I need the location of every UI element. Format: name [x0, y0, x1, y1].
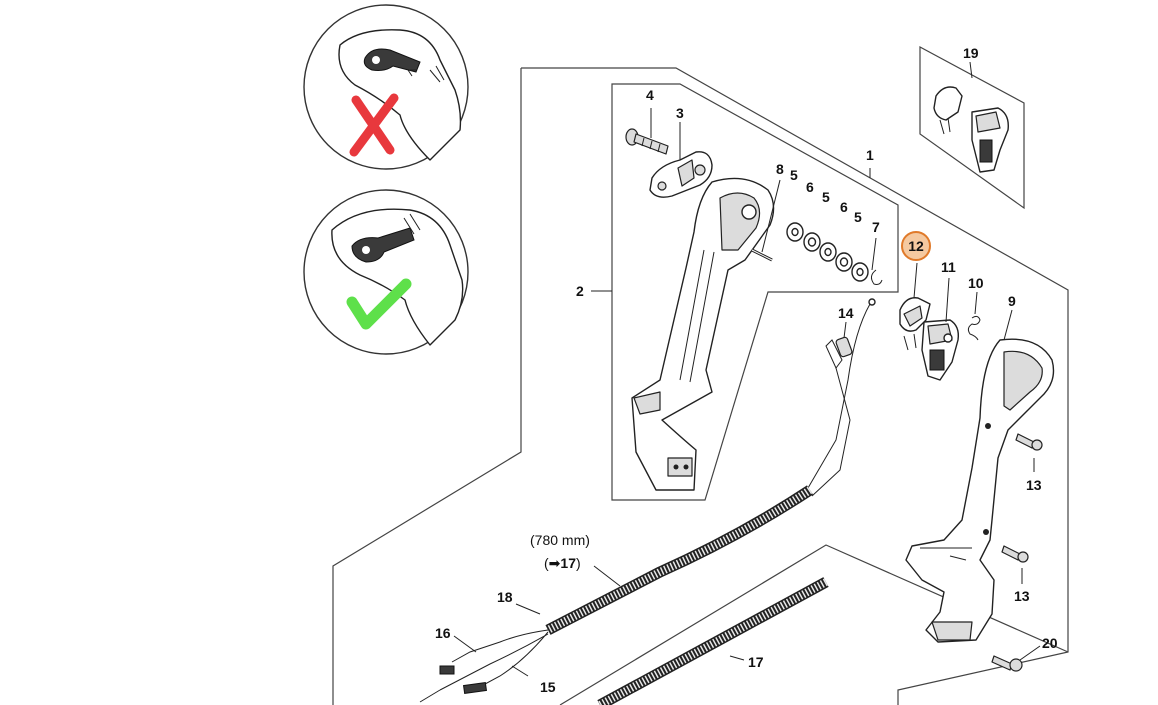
washer-stack	[786, 222, 869, 282]
callout-5-first: 5	[790, 167, 798, 183]
small-lever-part	[899, 297, 931, 351]
callout-4: 4	[646, 87, 654, 103]
callout-16: 16	[435, 625, 451, 641]
handle-half-part	[631, 177, 775, 491]
callout-13-upper: 13	[1026, 477, 1042, 493]
handle-half-right-part	[905, 338, 1055, 643]
cross-mark-icon	[349, 93, 399, 157]
callout-6-first: 6	[806, 179, 814, 195]
assembly-frame	[332, 67, 1069, 705]
inset-correct-installation	[303, 189, 469, 355]
bolt-part	[625, 128, 669, 155]
callout-17: 17	[748, 654, 764, 670]
callout-18: 18	[497, 589, 513, 605]
callout-5-third: 5	[854, 209, 862, 225]
inset-wrong-installation	[303, 4, 469, 170]
callout-11: 11	[941, 259, 956, 275]
kit-19-contents	[933, 86, 1009, 173]
callout-labels: 1 2 3 4 8 5 6 5 6 5 7 12 11 10 9 14 13 1…	[435, 45, 1058, 695]
callout-13-lower: 13	[1014, 588, 1030, 604]
callout-19: 19	[963, 45, 979, 61]
spring-part	[967, 315, 981, 341]
circlip-part	[870, 269, 883, 285]
callout-6-second: 6	[840, 199, 848, 215]
highlight-callout-12	[901, 231, 931, 261]
screw-upper-part	[1015, 433, 1043, 451]
lever-part	[649, 151, 713, 198]
callout-12: 12	[908, 238, 924, 254]
callout-1: 1	[866, 147, 874, 163]
hose-part	[597, 577, 829, 705]
callout-2: 2	[576, 283, 584, 299]
callout-7: 7	[872, 219, 880, 235]
screw-lower-part	[1001, 545, 1029, 563]
callout-8: 8	[776, 161, 784, 177]
callout-15: 15	[540, 679, 556, 695]
throttle-cable-wire	[807, 303, 871, 489]
screw-20-part	[991, 655, 1023, 672]
cable-sheath-part	[545, 485, 814, 635]
callout-9: 9	[1008, 293, 1016, 309]
sleeve-part	[835, 336, 853, 358]
callout-14: 14	[838, 305, 854, 321]
kit-19-frame	[919, 45, 1025, 210]
check-mark-icon	[346, 278, 412, 330]
switch-housing-part	[921, 319, 960, 381]
callout-20: 20	[1042, 635, 1058, 651]
callout-10: 10	[968, 275, 984, 291]
leader-lines	[453, 61, 1041, 677]
cable-length-label: (780 mm)	[530, 532, 590, 548]
wires-part	[419, 629, 549, 703]
callout-5-second: 5	[822, 189, 830, 205]
cable-reference-label: (➡17)	[544, 555, 581, 571]
callout-3: 3	[676, 105, 684, 121]
handle-group-frame	[611, 83, 899, 501]
